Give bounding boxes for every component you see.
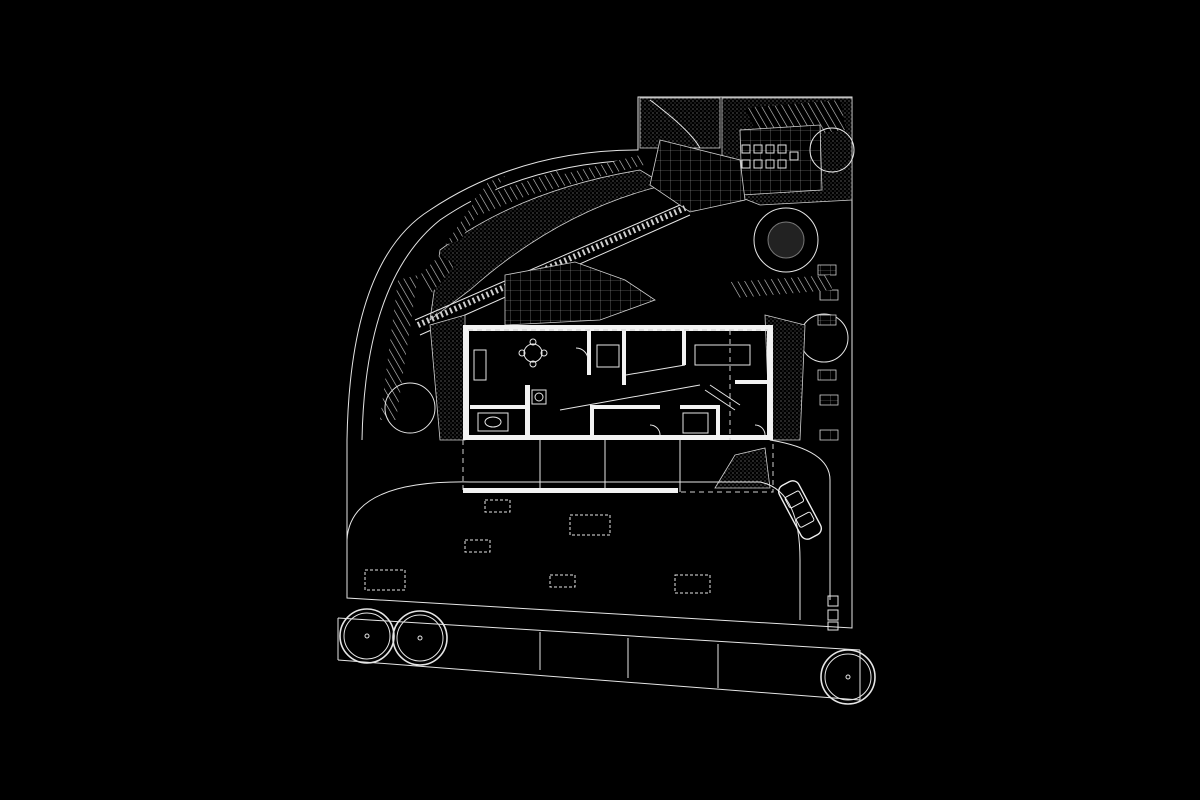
bathtub [477,412,509,432]
sidewalk [337,608,876,705]
dining-table [518,338,548,368]
kitchen-counter [694,344,751,366]
lawn-stones [364,499,711,594]
tree-icon [820,649,876,705]
tree-icon [753,207,819,273]
bed-small [682,412,709,434]
stepping-stones [730,264,839,441]
bed [596,344,620,368]
carport [462,440,774,493]
car-icon [777,480,823,540]
house-floor-plan [463,325,773,440]
wc [531,389,547,405]
outdoor-seating [741,144,799,169]
tree-icon [809,127,855,173]
terrace-courtyard [639,97,855,206]
street-trees [339,608,876,705]
gate [827,595,839,631]
tree-icon [384,382,436,434]
tree-icon [339,608,395,664]
trees [384,207,849,434]
sofa [473,349,487,381]
tree-icon [392,610,448,666]
site-boundary [346,96,853,629]
